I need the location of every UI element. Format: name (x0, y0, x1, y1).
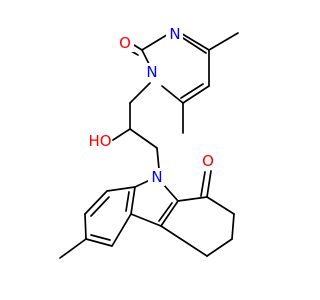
bond-n3-c4 (178, 31, 210, 51)
bond-c6-n1 (161, 85, 184, 104)
bond-choh-ch2 (129, 128, 158, 149)
bond-c4a-c4b (130, 213, 162, 227)
oxygen-label-ketone: O (202, 152, 214, 170)
bond-c4b-c8a (130, 186, 136, 215)
bond-c2-n3 (141, 32, 171, 51)
label-bg-n9 (148, 168, 165, 186)
bond-c2r-c3r (231, 213, 235, 240)
label-bg-o2 (200, 152, 217, 170)
nitrogen-label-n1: N (146, 63, 157, 81)
bond-n1-ch2 (129, 82, 151, 104)
bond-c8-c7-inner (90, 196, 110, 217)
bond-c7-c6 (84, 213, 87, 240)
nitrogen-label-carbazole: N (151, 168, 162, 186)
bond-c2-o-a (133, 44, 143, 51)
hydroxyl-label: HO (88, 132, 111, 150)
bond-c6-c5-inner (90, 234, 111, 241)
bond-c1-c2r (206, 196, 235, 215)
bond-ch2-n9 (156, 147, 160, 170)
bond-c9a-c4a (160, 200, 179, 227)
bond-c3r-c4r (206, 238, 233, 257)
bond-c5-c4b (111, 213, 132, 247)
molecule-structure: O N N HO N O (59, 25, 239, 259)
bond-c6-methyl-aryl (59, 238, 87, 259)
bond-c8-c7 (84, 190, 108, 215)
bond-c5-c6-inner (180, 83, 204, 99)
bond-n3-c4-inner (182, 37, 207, 54)
bond-c1-o-a (206, 170, 212, 198)
bond-c8a-c8 (106, 186, 136, 192)
bond-c9a-c1 (177, 196, 208, 202)
bond-c5-c6 (182, 85, 210, 104)
bond-c4-methyl (208, 32, 239, 51)
bond-c6-c5 (85, 238, 113, 247)
label-bg-ho (87, 132, 112, 150)
bond-choh-oh (112, 128, 131, 141)
bond-n9-c9a (162, 183, 179, 202)
atom-labels: O N N HO N O (87, 25, 217, 186)
bond-c1-o-b (200, 171, 206, 197)
bond-c8a-n9 (134, 179, 151, 188)
bond-c4r-c4a (160, 225, 208, 257)
label-bg-n3 (166, 25, 183, 43)
bond-c9a-c4a-inner (158, 202, 173, 222)
label-bg-o1 (117, 34, 134, 52)
bond-c4b-c8a-inner (125, 191, 130, 212)
label-bg-n1 (144, 63, 161, 81)
bond-lines (59, 31, 239, 259)
nitrogen-label-n3: N (169, 25, 180, 43)
oxygen-label-pyrimidinone: O (119, 34, 131, 52)
